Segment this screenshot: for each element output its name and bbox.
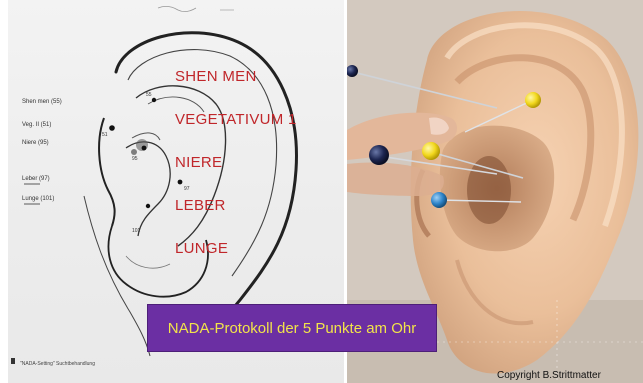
caption-text: NADA-Protokoll der 5 Punkte am Ohr <box>168 320 416 337</box>
pin-head-yellow-top <box>525 92 541 108</box>
side-label-shen-men: Shen men (55) <box>22 99 62 105</box>
point-niere-dot <box>142 146 147 151</box>
page-footer-caption: "NADA-Setting" Suchtbehandlung <box>20 361 95 367</box>
fossa-line <box>148 97 204 112</box>
concha-shading <box>131 149 137 155</box>
label-niere: NIERE <box>175 154 222 171</box>
point-number-97: 97 <box>184 186 190 192</box>
label-lunge: LUNGE <box>175 240 228 257</box>
side-label-lunge: Lunge (101) <box>22 196 54 202</box>
point-leber-dot <box>178 180 183 185</box>
point-number-101: 101 <box>132 228 140 234</box>
label-shen-men: SHEN MEN <box>175 68 257 85</box>
point-shen-men-dot <box>152 98 156 102</box>
point-number-55: 55 <box>146 92 152 98</box>
label-vegetativum-1: VEGETATIVUM 1 <box>175 111 297 128</box>
point-lunge-dot <box>146 204 150 208</box>
caption-banner: NADA-Protokoll der 5 Punkte am Ohr <box>147 304 437 352</box>
earlobe-shading <box>126 256 170 268</box>
pin-head-navy-middle <box>369 145 389 165</box>
crus-helix-line <box>132 133 160 140</box>
point-vegetativum-dot <box>109 125 115 131</box>
label-leber: LEBER <box>175 197 226 214</box>
point-number-95: 95 <box>132 156 138 162</box>
ear-canal <box>467 156 511 224</box>
side-label-vegetativum: Veg. II (51) <box>22 122 51 128</box>
point-number-51: 51 <box>102 132 108 138</box>
page-scribble <box>158 6 196 11</box>
pin-head-yellow-middle <box>422 142 440 160</box>
side-label-leber: Leber (97) <box>22 176 50 182</box>
earlobe-outline <box>108 226 207 297</box>
pin-head-blue <box>431 192 447 208</box>
copyright-notice: Copyright B.Strittmatter <box>497 370 601 381</box>
page-number-marker <box>11 358 15 364</box>
side-label-niere: Niere (95) <box>22 140 49 146</box>
